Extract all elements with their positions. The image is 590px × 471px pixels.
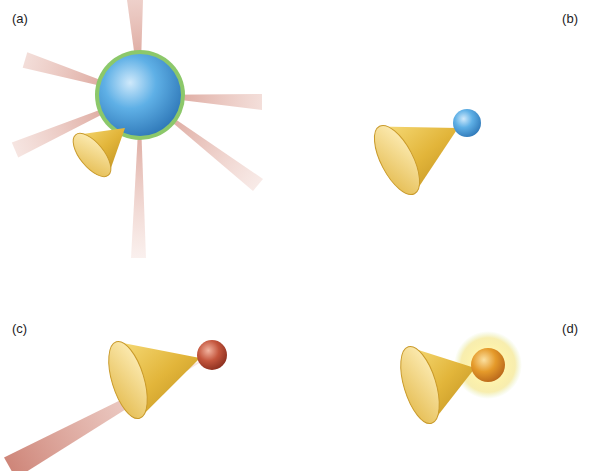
blue-sphere xyxy=(99,54,181,136)
blue-sphere xyxy=(453,109,481,137)
detector-cone xyxy=(393,342,475,428)
panel-label: (d) xyxy=(562,322,578,335)
sphere-shell xyxy=(95,50,185,140)
emission-beams xyxy=(12,0,263,258)
detector-cone xyxy=(66,127,125,183)
detector-cone xyxy=(101,337,200,423)
panel-label: (a) xyxy=(12,12,28,25)
orange-sphere xyxy=(471,348,505,382)
red-sphere xyxy=(197,340,227,370)
panel-label: (b) xyxy=(562,12,578,25)
panel-label: (c) xyxy=(12,322,27,335)
detector-cone xyxy=(365,119,458,201)
